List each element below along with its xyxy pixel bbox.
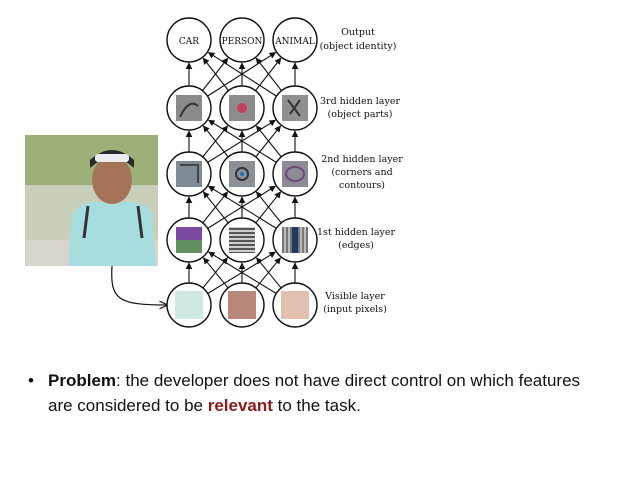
connection-arrow: [256, 257, 282, 289]
input-pixel-1: [175, 291, 203, 319]
hidden-layer-3: [166, 85, 318, 131]
output-layer-subtitle: (object identity): [320, 41, 397, 52]
hidden3-title: 3rd hidden layer: [320, 96, 400, 107]
output-layer: CAR PERSON ANIMAL: [166, 17, 318, 63]
output-node-car: [166, 17, 212, 63]
bullet-term: Problem: [48, 371, 117, 390]
output-layer-title: Output: [341, 27, 375, 38]
hidden3-subtitle: (object parts): [328, 109, 393, 120]
hidden-layer-1: [166, 217, 318, 263]
bullet-text: Problem: the developer does not have dir…: [28, 368, 608, 418]
output-label-animal: ANIMAL: [274, 37, 315, 47]
connection-arrow: [208, 251, 277, 294]
hidden-layer-2: [166, 151, 318, 197]
bullet-symbol: •: [28, 371, 34, 390]
input-pixel-2: [228, 291, 256, 319]
input-photo: [25, 135, 158, 266]
hidden2-subtitle-1: (corners and: [331, 167, 392, 178]
connection-arrow: [255, 191, 282, 224]
output-label-car: CAR: [179, 37, 199, 47]
problem-bullet: • Problem: the developer does not have d…: [28, 368, 608, 418]
part-feature-1: [176, 95, 202, 121]
connection-arrow: [255, 57, 282, 91]
visible-layer: [166, 282, 318, 328]
hidden2-title: 2nd hidden layer: [321, 154, 403, 165]
connection-arrow: [202, 191, 229, 224]
connection-arrow: [207, 185, 277, 229]
hidden1-title: 1st hidden layer: [317, 227, 396, 238]
bullet-part2: to the task.: [272, 396, 361, 415]
deep-network-diagram: CAR PERSON ANIMAL: [25, 17, 403, 328]
edge-feature-2: [229, 227, 255, 253]
output-label-person: PERSON: [222, 37, 263, 47]
output-node-animal: [272, 17, 318, 63]
visible-layer-subtitle: (input pixels): [323, 304, 387, 315]
connection-arrow: [207, 119, 277, 163]
network-connections: [185, 51, 299, 294]
bullet-highlight: relevant: [207, 396, 273, 415]
input-pixel-3: [281, 291, 309, 319]
connection-arrow: [207, 51, 277, 97]
hidden1-subtitle: (edges): [338, 240, 374, 251]
connection-arrow: [255, 125, 282, 158]
output-node-person: [219, 17, 265, 63]
visible-layer-title: Visible layer: [324, 291, 385, 302]
layer-labels: Output (object identity) 3rd hidden laye…: [317, 27, 403, 315]
connection-arrow: [202, 57, 229, 91]
hidden2-subtitle-2: contours): [339, 180, 385, 191]
photo-to-input-arrow: [111, 265, 168, 305]
connection-arrow: [202, 125, 229, 158]
bullet-part1: : the developer does not have direct con…: [48, 371, 581, 415]
connection-arrow: [203, 257, 229, 289]
